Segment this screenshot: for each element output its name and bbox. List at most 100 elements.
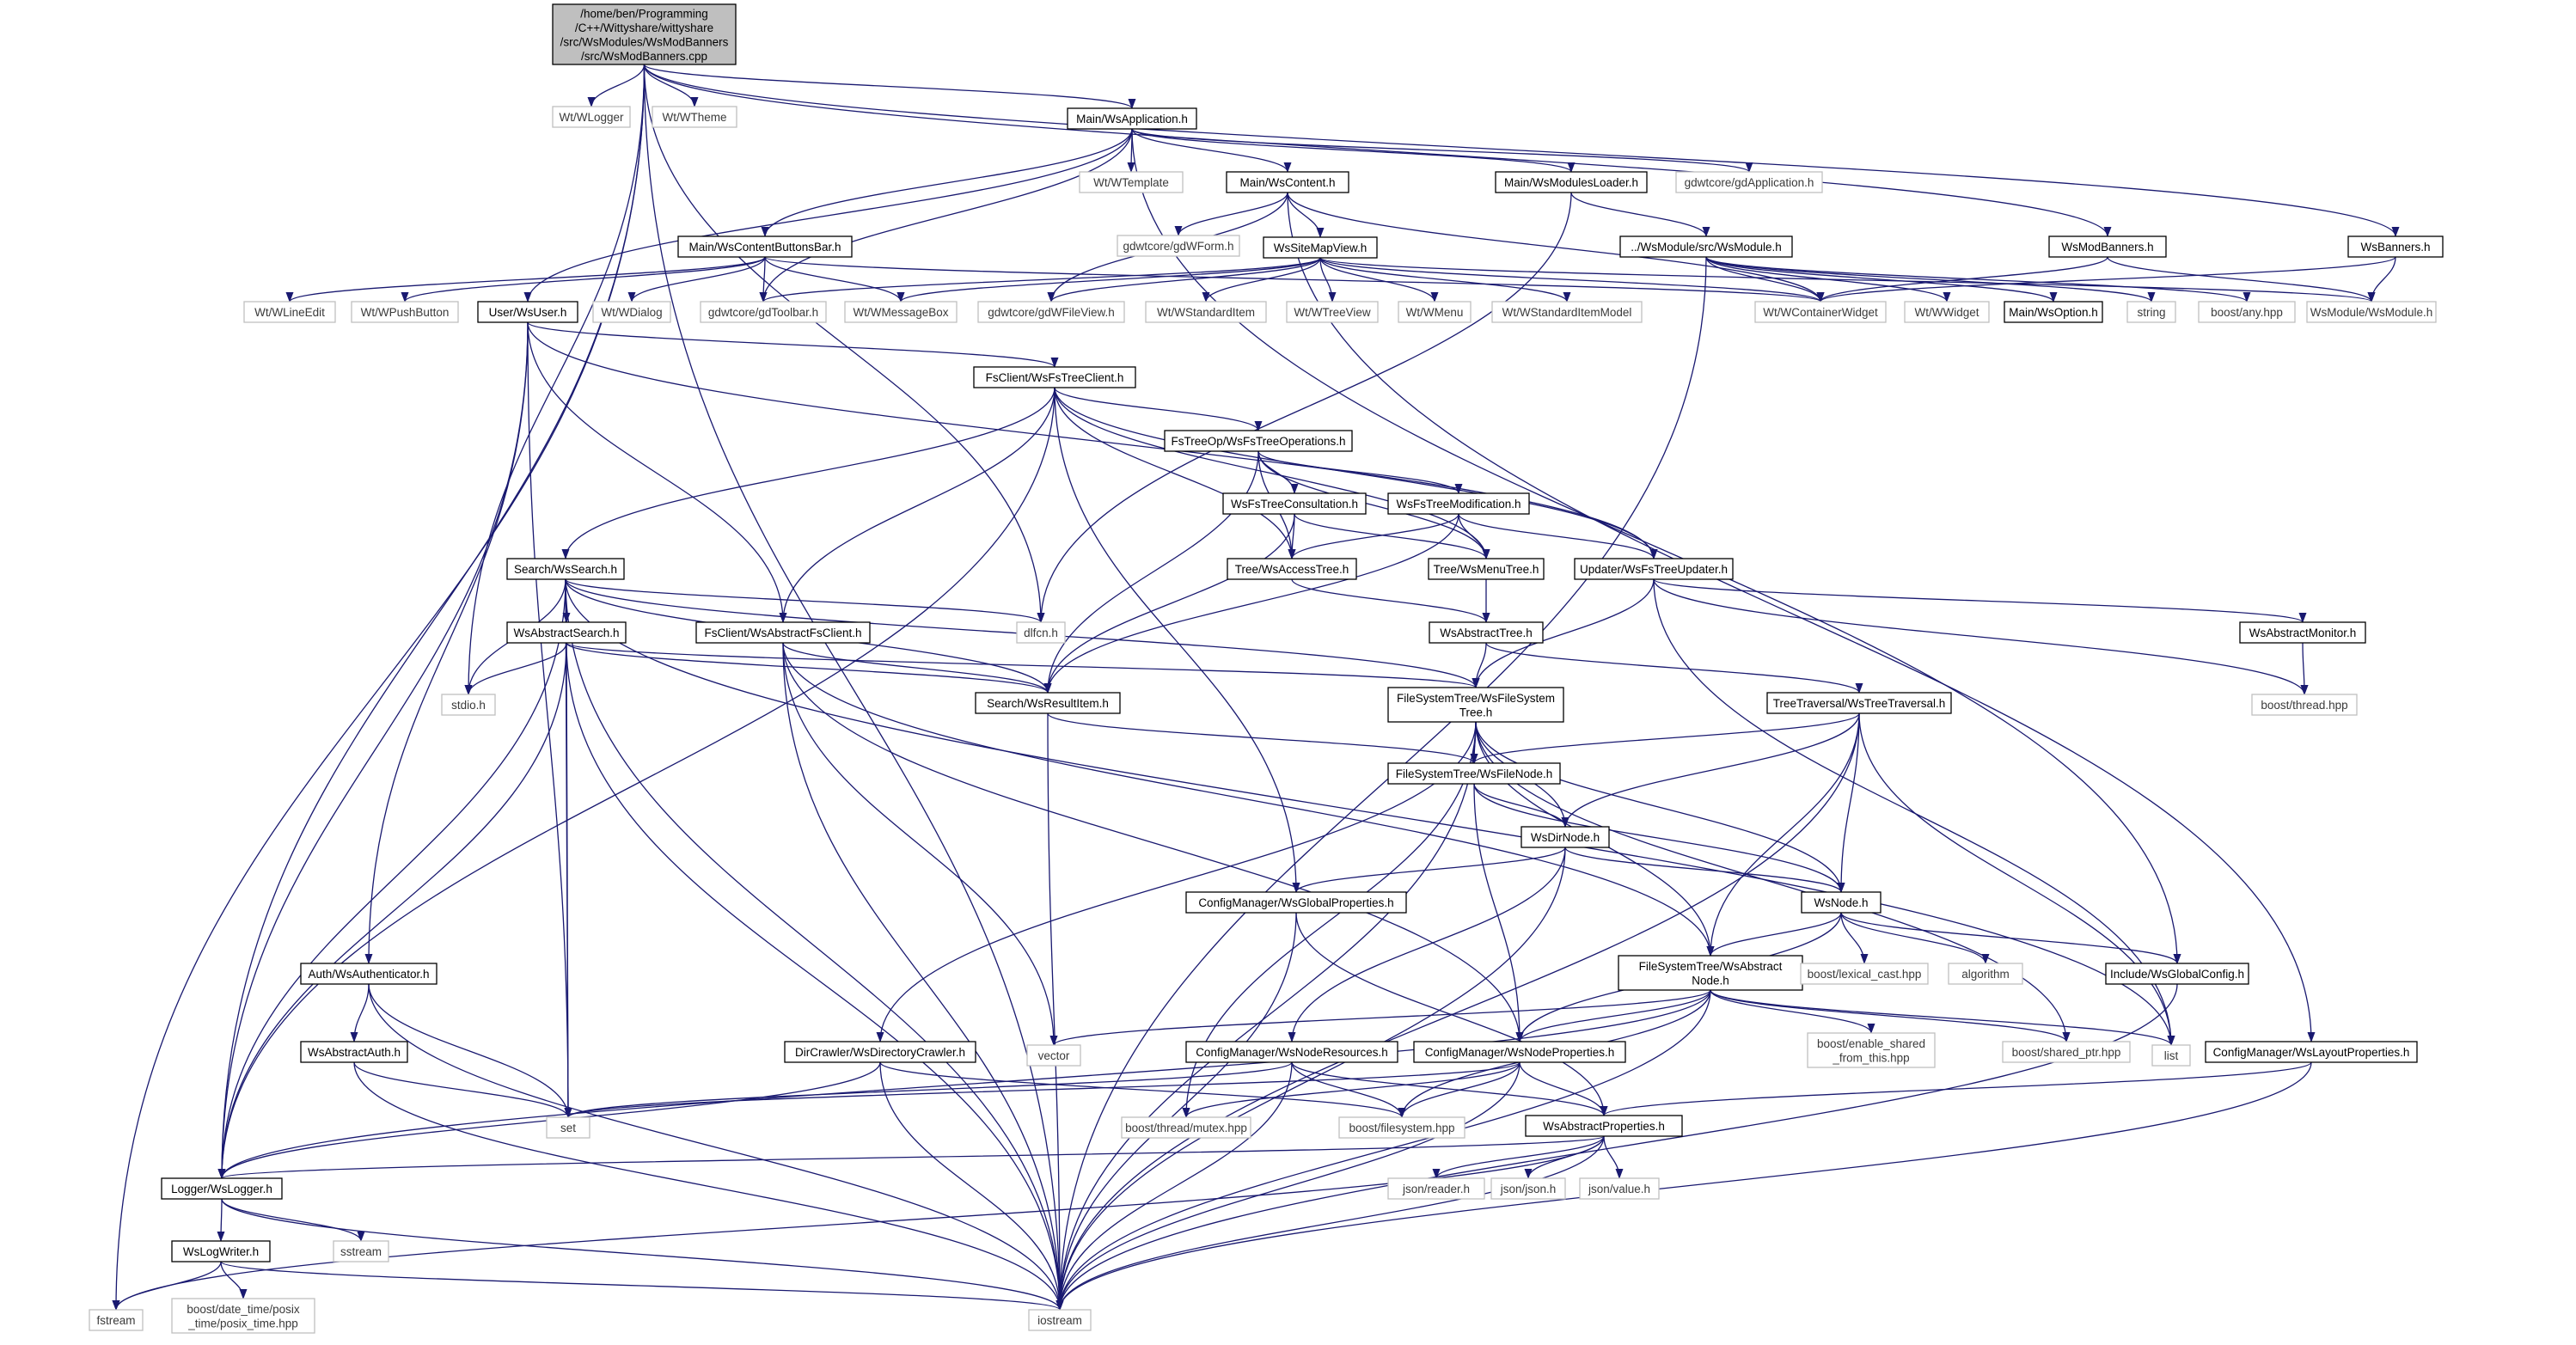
- node-label: Wt/WDialog: [601, 306, 662, 319]
- node-fstreeops[interactable]: FsTreeOp/WsFsTreeOperations.h: [1164, 430, 1353, 452]
- node-wwidget: Wt/WWidget: [1904, 301, 1990, 323]
- edge-resultitem-to-filenode: [1047, 712, 1478, 764]
- node-noderes[interactable]: ConfigManager/WsNodeResources.h: [1185, 1041, 1398, 1063]
- node-label: WsFsTreeModification.h: [1396, 498, 1521, 510]
- node-wsmodule[interactable]: ../WsModule/src/WsModule.h: [1619, 235, 1793, 258]
- edge-wslogger-to-sstream: [221, 1198, 365, 1242]
- edge-logwriter-to-posixtime: [220, 1261, 248, 1299]
- node-absauth[interactable]: WsAbstractAuth.h: [300, 1041, 408, 1063]
- node-wsnode[interactable]: WsNode.h: [1801, 891, 1882, 914]
- node-root[interactable]: /home/ben/Programming/C++/Wittyshare/wit…: [552, 3, 737, 65]
- node-vector: vector: [1026, 1044, 1081, 1067]
- edge-updater-to-list: [1653, 578, 2175, 1046]
- node-algorithm: algorithm: [1948, 963, 2023, 985]
- node-wslogger[interactable]: Logger/WsLogger.h: [161, 1177, 283, 1200]
- node-nodeprops[interactable]: ConfigManager/WsNodeProperties.h: [1413, 1041, 1626, 1063]
- edge-absauth-to-iostream: [353, 1061, 1064, 1311]
- node-box: [695, 621, 871, 644]
- edge-fstreeclient-to-search: [561, 387, 1055, 559]
- edge-btnbar-to-wlineedit: [285, 256, 766, 303]
- node-label: Tree/WsMenuTree.h: [1434, 563, 1539, 576]
- node-label: boost/any.hpp: [2211, 306, 2283, 319]
- node-abstree[interactable]: WsAbstractTree.h: [1429, 621, 1544, 644]
- edge-absnode-to-sharedptr: [1710, 989, 2071, 1042]
- node-menutree[interactable]: Tree/WsMenuTree.h: [1428, 558, 1545, 580]
- node-updater[interactable]: Updater/WsFsTreeUpdater.h: [1574, 558, 1734, 580]
- edge-wsapp-to-globalconfig: [1131, 128, 2181, 964]
- node-label: gdwtcore/gdWFileView.h: [988, 306, 1115, 319]
- node-search[interactable]: Search/WsSearch.h: [506, 558, 625, 580]
- node-fsconsult[interactable]: WsFsTreeConsultation.h: [1222, 492, 1367, 515]
- edge-dirnode-to-wsnode: [1564, 847, 1845, 893]
- node-wtemplate: Wt/WTemplate: [1079, 171, 1184, 193]
- edge-absprops-to-jsonreader: [1432, 1135, 1605, 1179]
- edge-fstreeclient-to-absfsclient: [779, 387, 1055, 623]
- node-label: Wt/WTreeView: [1294, 306, 1371, 319]
- node-label: WsLogWriter.h: [183, 1245, 259, 1258]
- node-absfsclient[interactable]: FsClient/WsAbstractFsClient.h: [695, 621, 871, 644]
- edge-wsbanners-to-wcontainer: [1816, 256, 2396, 303]
- node-box: [844, 301, 958, 323]
- node-box: [552, 106, 631, 128]
- edge-fstreeops-to-fsconsult: [1257, 450, 1299, 494]
- node-dlfcn: dlfcn.h: [1016, 621, 1066, 644]
- node-sitemap[interactable]: WsSiteMapView.h: [1263, 236, 1378, 259]
- edge-abssearch-to-stdio: [464, 642, 567, 695]
- edge-fstreeclient-to-globalprops: [1054, 387, 1300, 893]
- node-wsoption[interactable]: Main/WsOption.h: [2004, 301, 2103, 323]
- node-box: [1286, 301, 1379, 323]
- node-label: FileSystemTree/WsFileSystem: [1397, 692, 1555, 705]
- node-label: Wt/WWidget: [1914, 306, 1979, 319]
- node-box: [2251, 694, 2358, 716]
- edge-noderes-to-set: [564, 1061, 1293, 1118]
- node-absmonitor[interactable]: WsAbstractMonitor.h: [2239, 621, 2366, 644]
- node-accesstree[interactable]: Tree/WsAccessTree.h: [1227, 558, 1357, 580]
- node-posixtime: boost/date_time/posix_time/posix_time.hp…: [171, 1298, 315, 1334]
- node-authenticator[interactable]: Auth/WsAuthenticator.h: [300, 963, 437, 985]
- node-box: [546, 1116, 590, 1139]
- node-treetrav[interactable]: TreeTraversal/WsTreeTraversal.h: [1766, 692, 1952, 714]
- edge-treetrav-to-dirnode: [1561, 712, 1860, 828]
- node-abssearch[interactable]: WsAbstractSearch.h: [506, 621, 627, 644]
- edge-globalprops-to-iostream: [1055, 912, 1297, 1311]
- node-wsapp[interactable]: Main/WsApplication.h: [1067, 107, 1197, 130]
- node-dircrawler[interactable]: DirCrawler/WsDirectoryCrawler.h: [784, 1041, 976, 1063]
- node-modloader[interactable]: Main/WsModulesLoader.h: [1495, 171, 1648, 193]
- node-dirnode[interactable]: WsDirNode.h: [1521, 826, 1610, 848]
- edge-wscontent-to-gdwform: [1174, 192, 1288, 236]
- node-label: Main/WsApplication.h: [1076, 113, 1188, 125]
- node-label: list: [2164, 1049, 2179, 1062]
- node-globalprops[interactable]: ConfigManager/WsGlobalProperties.h: [1185, 891, 1407, 914]
- node-label: Auth/WsAuthenticator.h: [308, 968, 429, 981]
- node-box: [1619, 235, 1793, 258]
- node-wsuser[interactable]: User/WsUser.h: [477, 301, 578, 323]
- node-fstreeclient[interactable]: FsClient/WsFsTreeClient.h: [973, 366, 1136, 388]
- node-layoutprops[interactable]: ConfigManager/WsLayoutProperties.h: [2205, 1041, 2418, 1063]
- node-box: [1766, 692, 1952, 714]
- node-box: [1491, 301, 1643, 323]
- node-wsbanners[interactable]: WsBanners.h: [2347, 235, 2444, 258]
- node-modbanners[interactable]: WsModBanners.h: [2048, 235, 2167, 258]
- edge-fstreeops-to-resultitem: [1043, 450, 1259, 694]
- node-globalconfig[interactable]: Include/WsGlobalConfig.h: [2105, 963, 2249, 985]
- edge-wsapp-to-wscontent: [1131, 128, 1292, 173]
- edge-absprops-to-wslogger: [218, 1135, 1605, 1179]
- node-fsmodif[interactable]: WsFsTreeModification.h: [1387, 492, 1530, 515]
- node-resultitem[interactable]: Search/WsResultItem.h: [975, 692, 1121, 714]
- edge-logwriter-to-iostream: [220, 1261, 1064, 1311]
- node-label: vector: [1038, 1049, 1070, 1062]
- edge-layoutprops-to-iostream: [1055, 1061, 2312, 1311]
- node-btnbar[interactable]: Main/WsContentButtonsBar.h: [677, 235, 853, 258]
- node-label: WsNode.h: [1814, 896, 1868, 909]
- node-wscontent[interactable]: Main/WsContent.h: [1226, 171, 1349, 193]
- node-label: WsAbstractAuth.h: [308, 1046, 401, 1059]
- node-filenode[interactable]: FileSystemTree/WsFileNode.h: [1387, 762, 1561, 785]
- node-label: Wt/WTheme: [662, 111, 726, 124]
- node-layer: /home/ben/Programming/C++/Wittyshare/wit…: [89, 3, 2444, 1334]
- node-absprops[interactable]: WsAbstractProperties.h: [1525, 1115, 1683, 1137]
- edge-fstreeops-to-menutree: [1257, 450, 1490, 559]
- node-label: Logger/WsLogger.h: [171, 1183, 272, 1195]
- node-logwriter[interactable]: WsLogWriter.h: [171, 1240, 271, 1262]
